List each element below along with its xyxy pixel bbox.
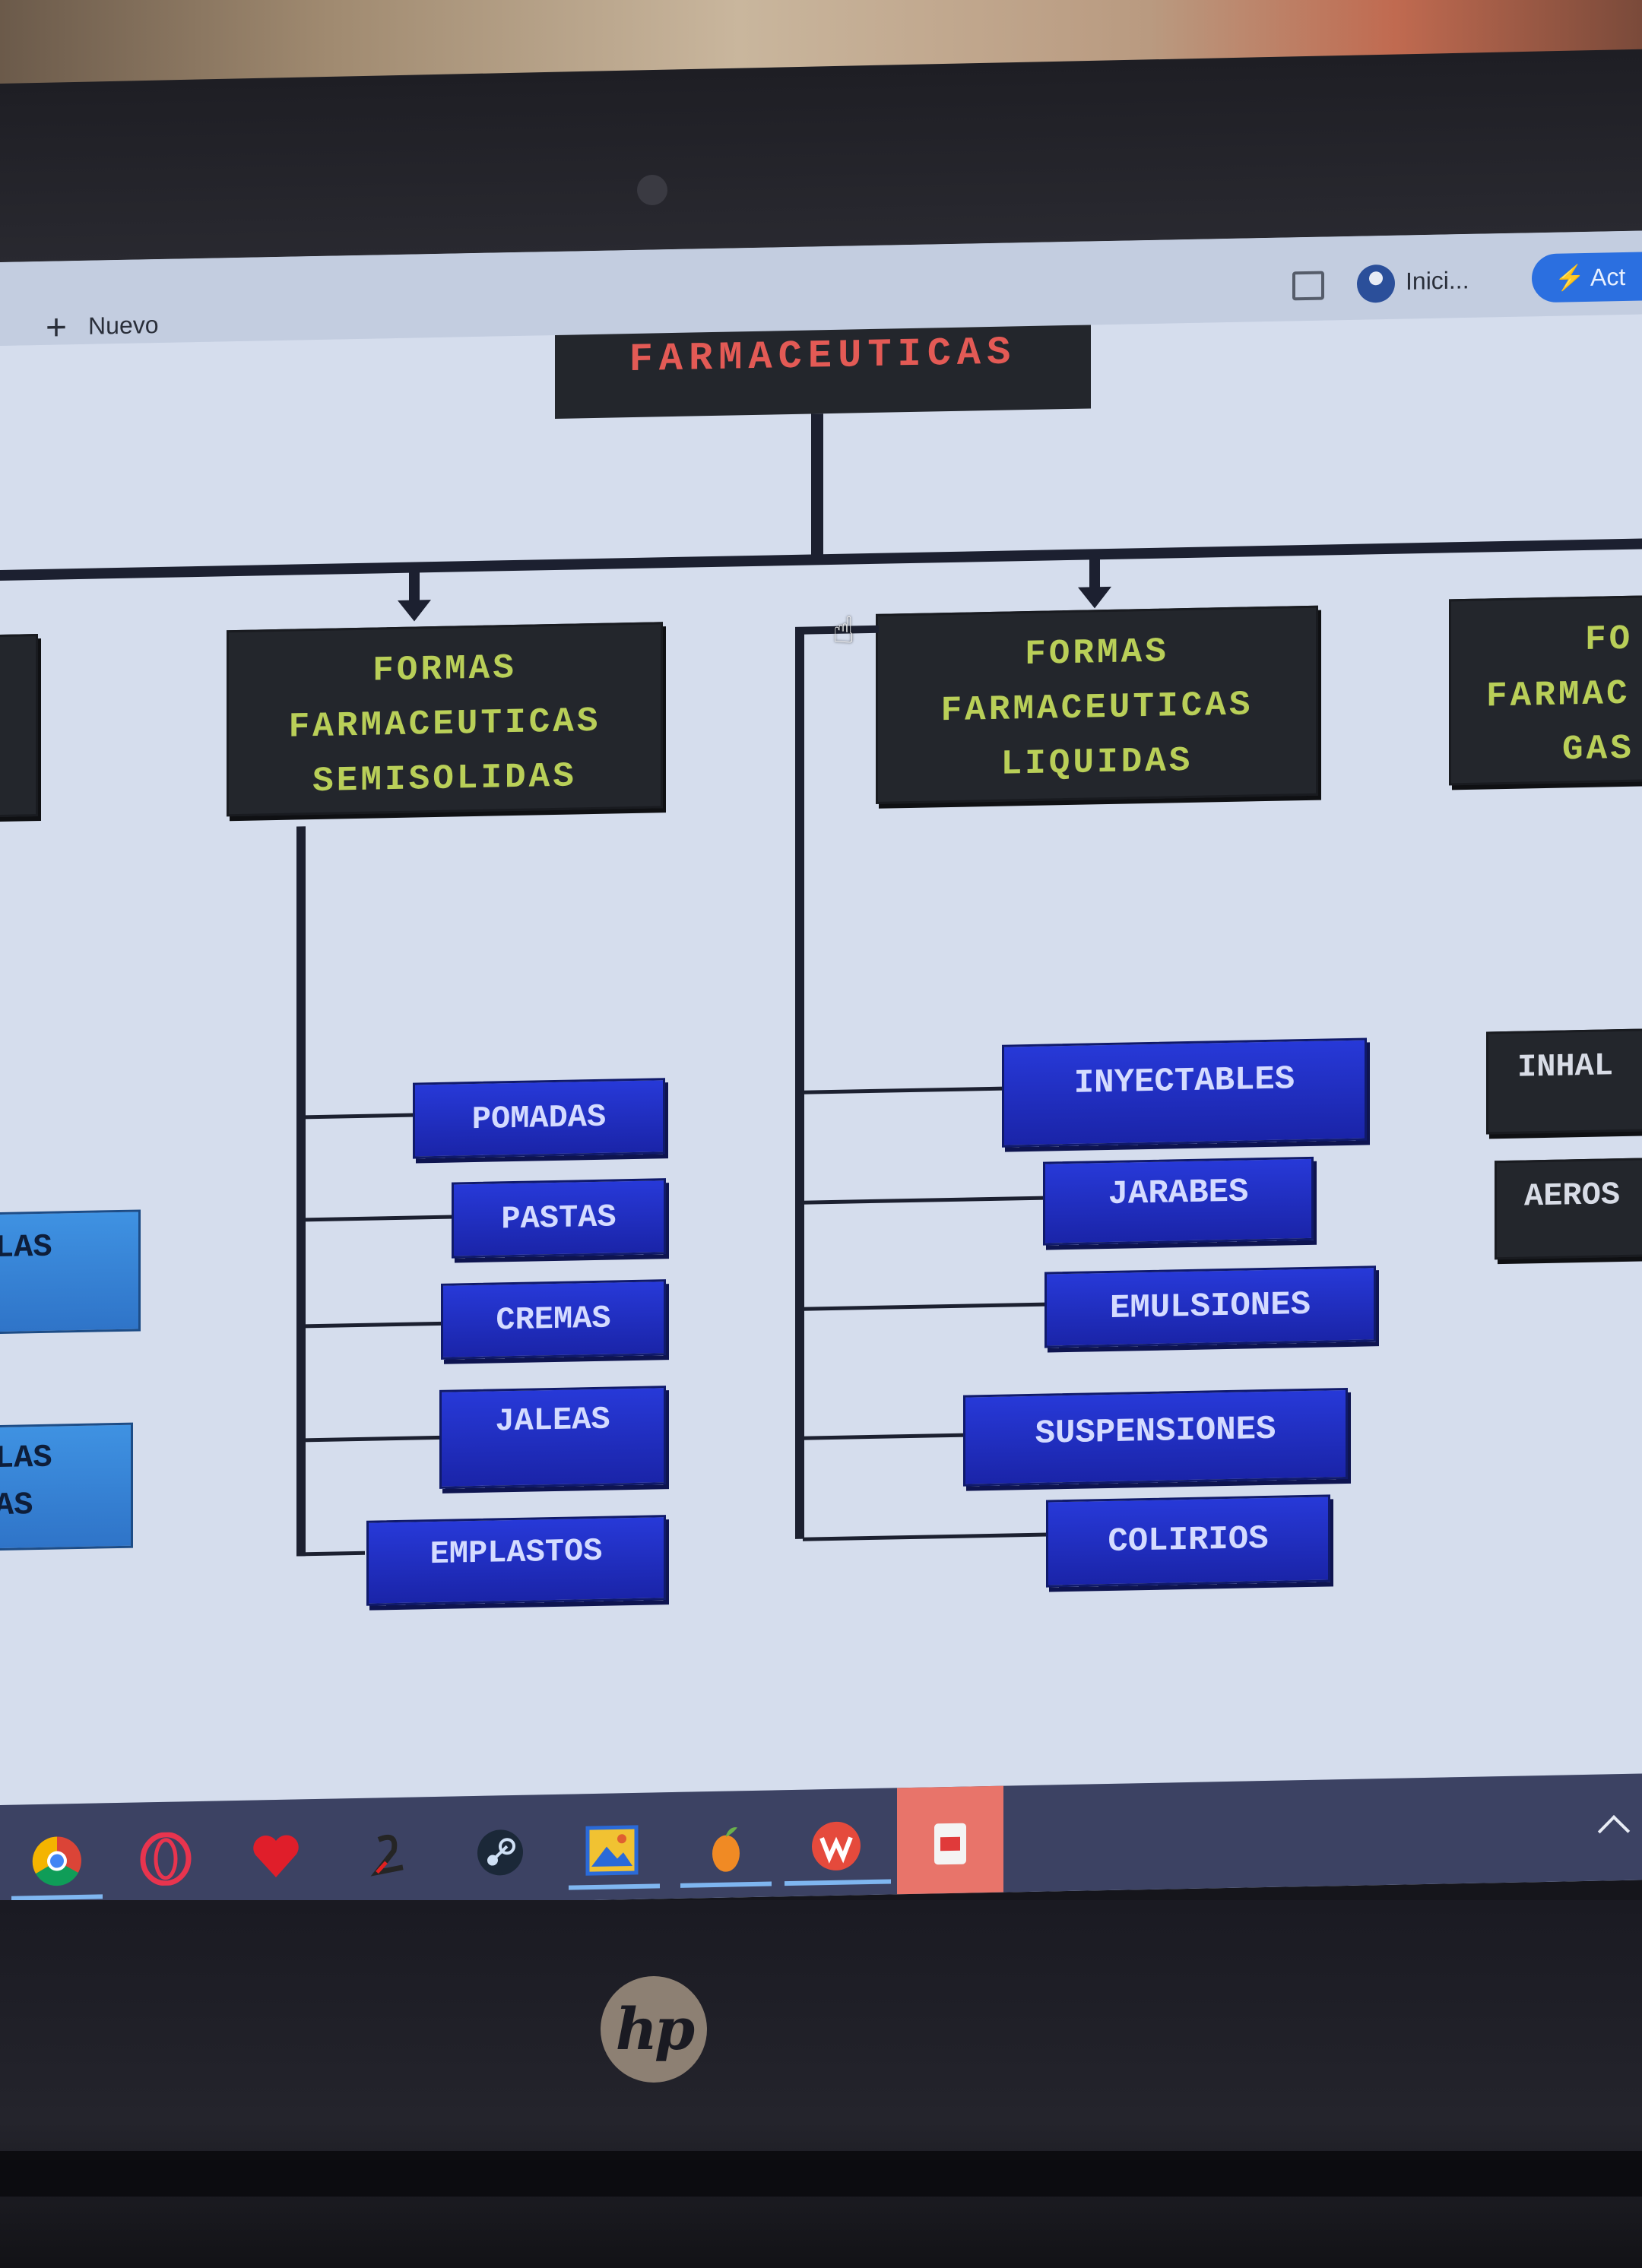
connector-line [803, 1086, 1003, 1094]
item-emulsiones: EMULSIONES [1044, 1265, 1376, 1348]
category-line: FORMAS [372, 648, 517, 691]
bolt-icon: ⚡ [1555, 263, 1585, 292]
partial-item-line: LAS [0, 1439, 52, 1478]
connector-line [304, 1321, 442, 1329]
connector-line [304, 1435, 441, 1443]
chevron-up-icon[interactable] [1597, 1815, 1631, 1848]
profile-button[interactable]: Inici... [1357, 263, 1469, 303]
item-jaleas: JALEAS [439, 1386, 666, 1489]
laptop-bezel-bottom [0, 1900, 1642, 2268]
partial-item-line: AS [0, 1487, 33, 1525]
steam-icon[interactable] [474, 1826, 527, 1880]
category-semisolidas: FORMAS FARMACEUTICAS SEMISOLIDAS [227, 622, 663, 817]
pdf-app-icon[interactable] [924, 1817, 977, 1870]
laptop-screen: + Nuevo Inici... ⚡ Act FARMACEUTICAS FORM… [0, 230, 1642, 1912]
fl-studio-icon[interactable] [699, 1821, 753, 1875]
category-line: SEMISOLIDAS [312, 756, 577, 802]
connector-line [811, 413, 823, 559]
connector-line [803, 1532, 1048, 1541]
item-emplastos: EMPLASTOS [366, 1515, 666, 1606]
item-pastas: PASTAS [452, 1178, 666, 1259]
category-line: FORMAS [1025, 632, 1169, 675]
category-line: FARMACEUTICAS [940, 685, 1254, 731]
profile-label: Inici... [1406, 266, 1469, 295]
item-cremas: CREMAS [441, 1279, 666, 1360]
connector-line [795, 630, 804, 1539]
item-pomadas: POMADAS [413, 1078, 665, 1159]
action-button[interactable]: ⚡ Act [1532, 250, 1642, 303]
pen-app-icon[interactable] [363, 1827, 417, 1881]
partial-item-line: LAS [0, 1228, 52, 1267]
plus-icon: + [46, 307, 68, 348]
connector-line [1089, 556, 1100, 591]
item-inyectables: INYECTABLES [1002, 1037, 1367, 1148]
connector-line [296, 826, 306, 1557]
active-indicator [680, 1881, 772, 1888]
webcam [637, 175, 667, 205]
item-aeros-partial: AEROS [1495, 1157, 1642, 1260]
partial-item-box: LAS [0, 1209, 141, 1335]
arrow-down-icon [398, 600, 431, 622]
diagram-title: FARMACEUTICAS [555, 325, 1091, 419]
connector-line [304, 1215, 453, 1222]
image-app-icon[interactable] [585, 1823, 639, 1877]
new-tab-label: Nuevo [88, 310, 159, 340]
connector-line [803, 1196, 1044, 1205]
category-line: LIQUIDAS [1000, 740, 1193, 784]
active-indicator [785, 1879, 891, 1886]
opera-icon[interactable] [139, 1832, 192, 1886]
arrow-down-icon [1078, 586, 1111, 609]
action-label: Act [1590, 262, 1626, 291]
document-page: FARMACEUTICAS FORMAS FARMACEUTICAS SEMIS… [0, 314, 1642, 1805]
item-jarabes: JARABES [1043, 1156, 1314, 1246]
item-inhal-partial: INHAL [1486, 1028, 1642, 1135]
category-liquidas: FORMAS FARMACEUTICAS LIQUIDAS [876, 605, 1318, 804]
partial-category-box [0, 634, 38, 818]
hp-logo: hp [601, 1976, 707, 2083]
active-indicator [569, 1883, 660, 1890]
connector-line [296, 1551, 365, 1557]
laptop-hinge [0, 2151, 1642, 2197]
connector-line [304, 1113, 414, 1120]
connector-line [803, 1433, 965, 1440]
connector-line [409, 569, 420, 604]
taskbar [0, 1773, 1642, 1912]
item-colirios: COLIRIOS [1046, 1494, 1330, 1588]
new-button[interactable]: + Nuevo [46, 305, 159, 349]
item-suspensiones: SUSPENSIONES [963, 1387, 1348, 1487]
hand-cursor-icon: ☝ [832, 609, 855, 652]
category-line: FARMACEUTICAS [288, 701, 601, 747]
heart-app-icon[interactable] [249, 1829, 303, 1883]
tabs-icon[interactable] [1292, 271, 1324, 301]
avatar-icon [1357, 264, 1395, 303]
category-line: FO [1585, 619, 1634, 660]
connector-line [803, 1302, 1046, 1311]
category-gaseosas-partial: FO FARMAC GAS [1449, 594, 1642, 786]
partial-item-box: LAS AS [0, 1422, 133, 1551]
category-line: GAS [1562, 728, 1634, 770]
chrome-icon[interactable] [30, 1834, 84, 1888]
category-line: FARMAC [1486, 673, 1631, 717]
wps-office-icon[interactable] [810, 1819, 863, 1873]
